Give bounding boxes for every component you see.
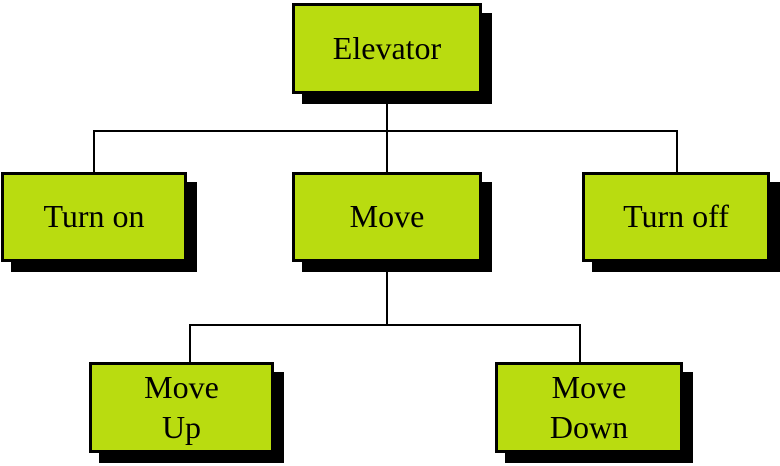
node-move-up-label-line1: Move (144, 369, 219, 406)
node-move-up: Move Up (89, 362, 274, 453)
node-move-down-label-line2: Down (549, 408, 629, 445)
node-elevator-label: Elevator (332, 29, 442, 66)
node-elevator: Elevator (292, 3, 482, 94)
node-move: Move (292, 172, 482, 262)
node-turn-off-label: Turn off (623, 198, 729, 235)
node-move-up-label-line2: Up (161, 408, 202, 445)
node-move-down-label-line1: Move (551, 369, 627, 406)
node-turn-on-label: Turn on (43, 198, 145, 235)
node-turn-off: Turn off (582, 172, 770, 262)
node-move-down: Move Down (495, 362, 683, 453)
node-turn-on: Turn on (1, 172, 187, 262)
node-move-label: Move (349, 198, 425, 235)
